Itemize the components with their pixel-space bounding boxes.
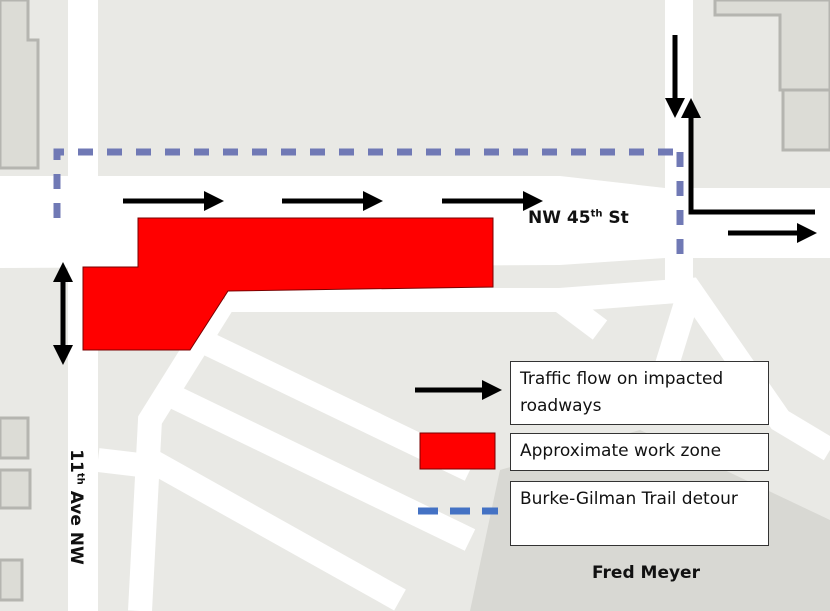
work-zone [82,217,494,351]
label-part: NW 45 [528,208,591,228]
label-part: St [602,208,629,228]
legend-item-trail-detour: Burke-Gilman Trail detour [510,481,769,546]
place-label-fred-meyer: Fred Meyer [592,563,700,583]
legend-label: Approximate work zone [520,441,722,461]
legend-label: Traffic flow on impacted roadways [520,369,724,416]
legend-item-traffic-flow: Traffic flow on impacted roadways [510,361,769,425]
legend-item-work-zone: Approximate work zone [510,433,769,471]
arrow-turn-north [681,98,815,215]
legend-label: Burke-Gilman Trail detour [520,489,738,509]
street-label-11th-ave: 11th Ave NW [66,449,86,565]
label-part: 11 [65,449,86,473]
label-sup: th [74,472,86,485]
street-label-nw-45th: NW 45th St [528,208,629,228]
label-part: Ave NW [65,484,86,565]
legend-red-rect [419,432,496,470]
trail-detour-line [53,148,684,262]
traffic-arrows [53,35,817,400]
label-sup: th [590,208,603,220]
